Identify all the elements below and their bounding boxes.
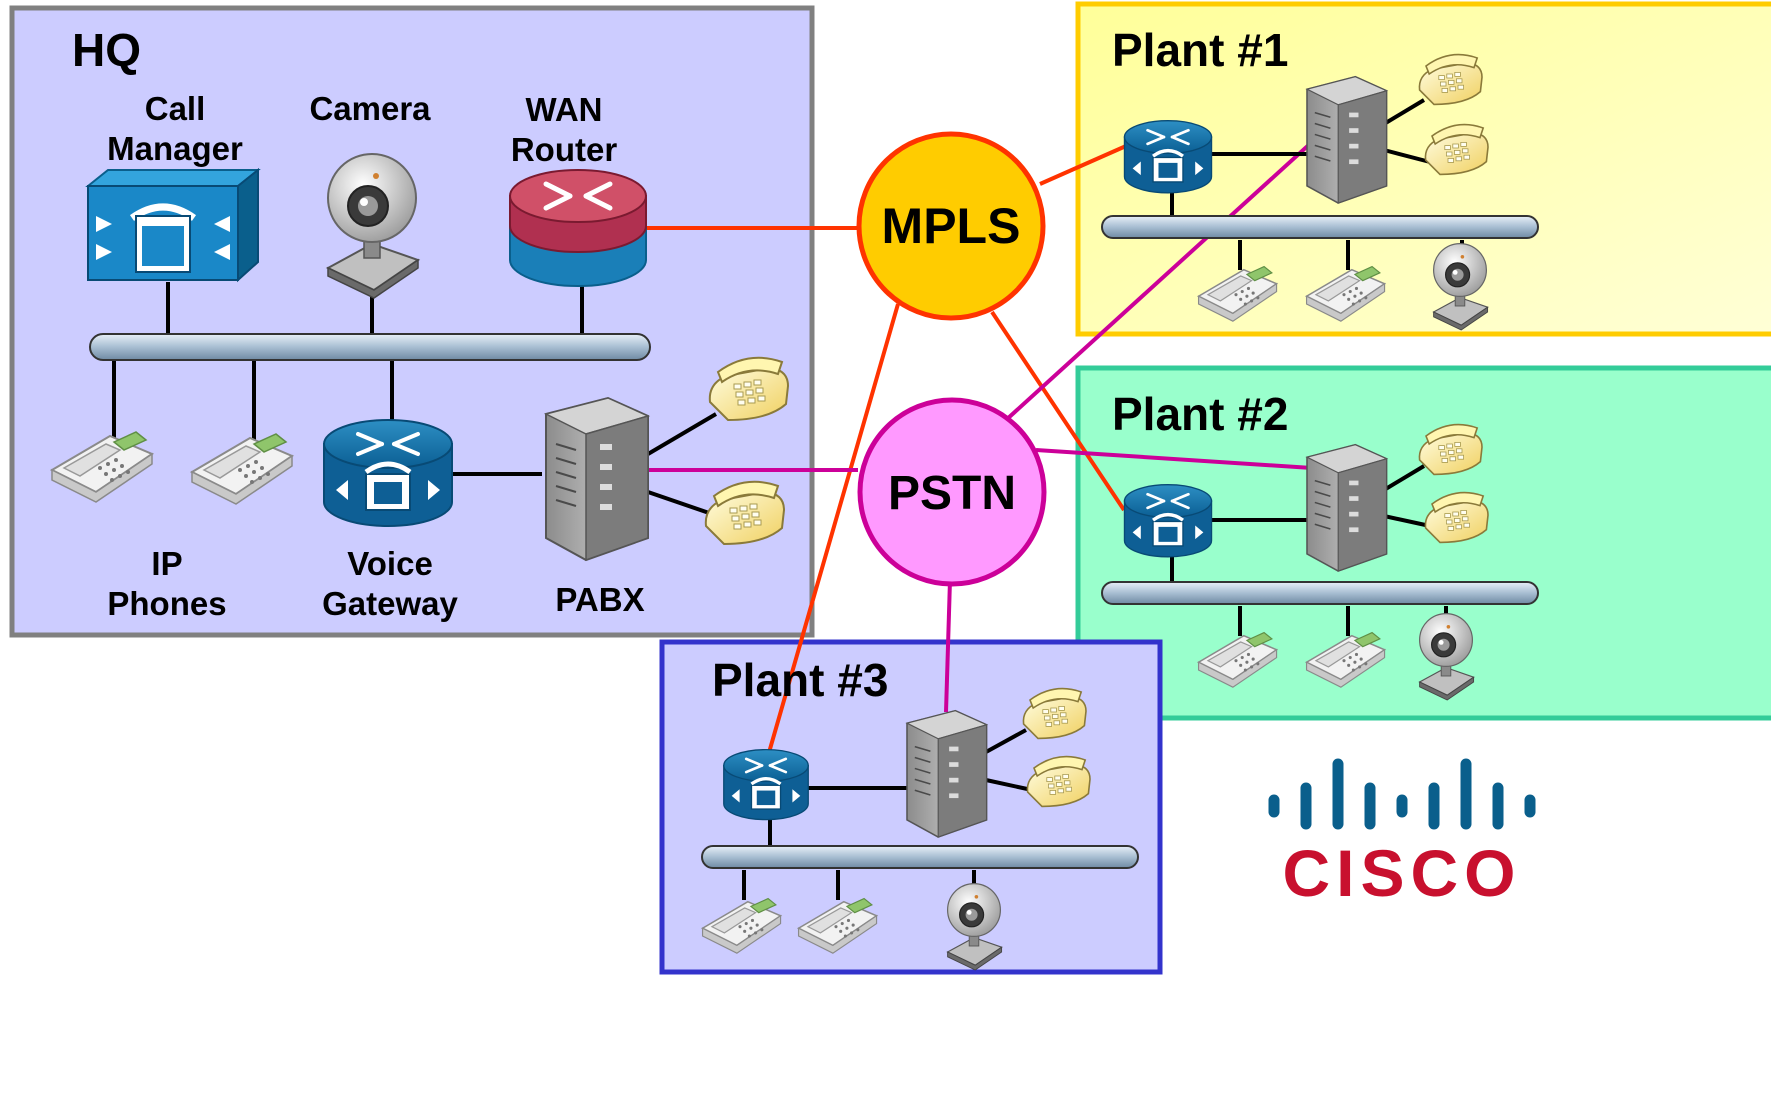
- voice-gateway-label-1: Voice: [347, 545, 433, 582]
- mpls-cloud: MPLS: [856, 131, 1046, 321]
- pstn-cloud: PSTN: [857, 397, 1047, 587]
- ip-phones-label-1: IP: [151, 545, 182, 582]
- link-mpls-plant2: [990, 310, 1126, 512]
- call-manager-icon: [85, 167, 261, 283]
- link-pstn-plant3: [944, 579, 952, 713]
- plant3-title: Plant #3: [712, 654, 888, 706]
- wan-router-label-2: Router: [511, 131, 617, 168]
- call-manager-label-2: Manager: [107, 130, 243, 167]
- wan-router-label-1: WAN: [526, 91, 603, 128]
- camera-label: Camera: [309, 90, 431, 127]
- plant3-lan-bus: [701, 845, 1139, 869]
- plant3-voice-gateway-icon: [722, 747, 810, 822]
- mpls-label: MPLS: [882, 198, 1021, 254]
- link-pstn-plant2: [1035, 448, 1313, 470]
- call-manager-label-1: Call: [145, 90, 206, 127]
- cisco-logo: CISCO: [1268, 758, 1536, 910]
- plant1-title: Plant #1: [1112, 24, 1288, 76]
- pabx-label: PABX: [555, 581, 644, 618]
- ip-phones-label-2: Phones: [107, 585, 226, 622]
- hq-voice-gateway-icon: [324, 420, 452, 526]
- plant2-voice-gateway-icon: [1122, 483, 1214, 559]
- plant3-camera-icon: [946, 882, 1003, 971]
- plant2-camera-icon: [1418, 612, 1475, 701]
- hq-title: HQ: [72, 24, 141, 76]
- pstn-label: PSTN: [888, 467, 1016, 520]
- plant2-lan-bus: [1101, 581, 1539, 605]
- voice-gateway-label-2: Gateway: [322, 585, 458, 622]
- hq-pabx-icon: [545, 397, 649, 561]
- hq-region: [9, 5, 815, 638]
- plant1-lan-bus: [1101, 215, 1539, 239]
- cisco-wordmark: CISCO: [1282, 836, 1521, 910]
- hq-lan-bus: [89, 333, 651, 361]
- plant1-pabx-icon: [1306, 75, 1388, 204]
- plant3-pabx-icon: [906, 709, 988, 838]
- link-mpls-plant3: [766, 303, 900, 757]
- plant2-pabx-icon: [1306, 443, 1388, 572]
- link-mpls-plant1: [1039, 144, 1127, 186]
- wan-router-icon: [509, 169, 647, 287]
- plant2-title: Plant #2: [1112, 388, 1288, 440]
- plant1-voice-gateway-icon: [1122, 119, 1214, 195]
- link-pstn-plant1: [1004, 140, 1314, 422]
- plant1-camera-icon: [1432, 243, 1489, 331]
- hq-camera-icon: [327, 153, 419, 299]
